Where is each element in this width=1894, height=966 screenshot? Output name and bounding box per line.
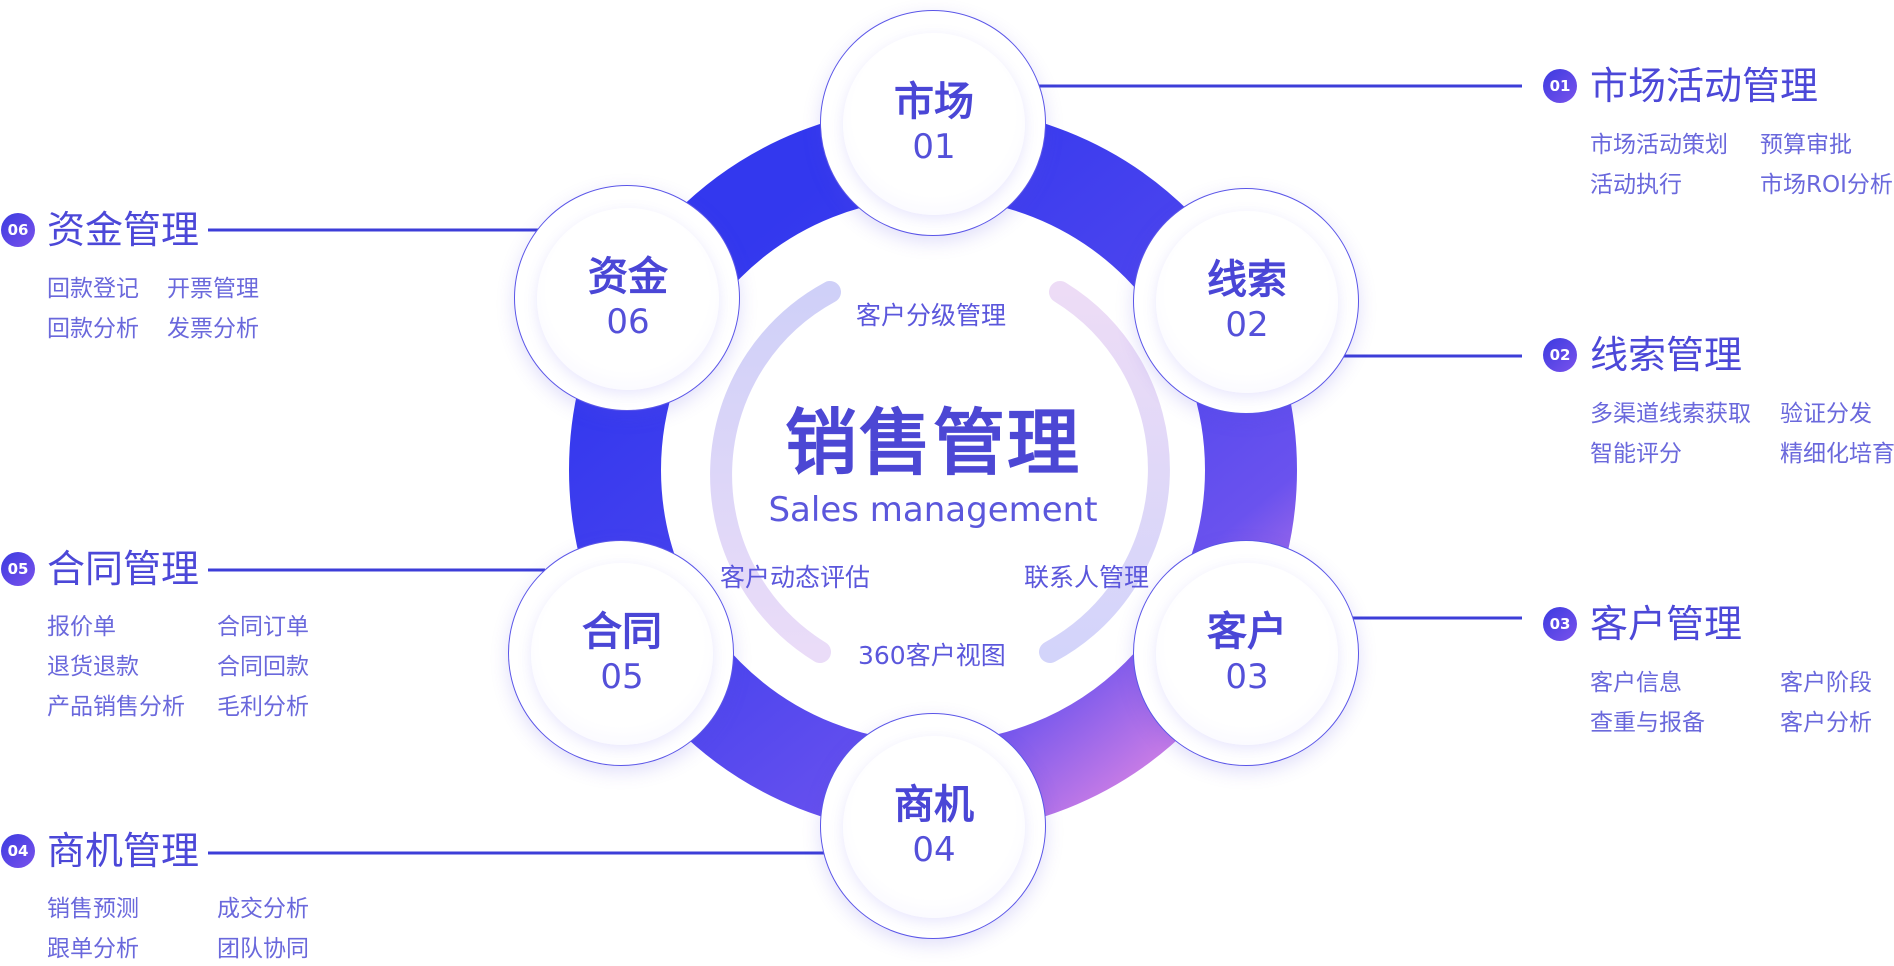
group-title-market: 市场活动管理: [1590, 64, 1819, 108]
node-title: 客户: [1207, 609, 1287, 655]
group-item: 团队协同: [217, 936, 309, 962]
group-item: 产品销售分析: [47, 694, 185, 720]
group-title-funds: 资金管理: [47, 208, 200, 252]
group-item: 验证分发: [1780, 401, 1872, 427]
badge-01: 01: [1543, 69, 1577, 103]
badge-05: 05: [1, 552, 35, 586]
node-number: 02: [1225, 305, 1269, 345]
inner-label-contacts: 联系人管理: [1024, 563, 1150, 592]
group-item: 智能评分: [1590, 441, 1682, 467]
group-item: 客户信息: [1590, 670, 1682, 696]
group-title-customer: 客户管理: [1590, 602, 1743, 646]
group-item: 销售预测: [47, 896, 139, 922]
group-item: 活动执行: [1590, 172, 1682, 198]
group-item: 查重与报备: [1590, 710, 1705, 736]
node-title: 市场: [894, 79, 974, 125]
group-item: 客户阶段: [1780, 670, 1872, 696]
group-item: 退货退款: [47, 654, 139, 680]
group-item: 多渠道线索获取: [1590, 401, 1751, 427]
group-item: 跟单分析: [47, 936, 139, 962]
node-number: 01: [912, 127, 956, 167]
group-item: 预算审批: [1760, 132, 1852, 158]
group-item: 毛利分析: [217, 694, 309, 720]
group-item: 合同订单: [217, 614, 309, 640]
badge-06: 06: [1, 213, 35, 247]
node-funds: 资金 06: [514, 185, 740, 411]
inner-label-customer-evaluation: 客户动态评估: [720, 563, 871, 592]
group-item: 回款分析: [47, 316, 139, 342]
node-contract: 合同 05: [508, 540, 734, 766]
group-item: 发票分析: [167, 316, 259, 342]
group-title-opportunity: 商机管理: [47, 829, 200, 873]
node-number: 05: [600, 657, 644, 697]
inner-label-360-view: 360客户视图: [858, 641, 1006, 670]
group-item: 合同回款: [217, 654, 309, 680]
node-title: 商机: [894, 782, 974, 828]
group-item: 精细化培育: [1780, 441, 1894, 467]
group-item: 市场活动策划: [1590, 132, 1728, 158]
group-item: 市场ROI分析: [1760, 172, 1893, 198]
node-customer: 客户 03: [1133, 540, 1359, 766]
node-title: 资金: [588, 254, 668, 300]
badge-02: 02: [1543, 338, 1577, 372]
node-number: 04: [912, 830, 956, 870]
node-opportunity: 商机 04: [820, 713, 1046, 939]
group-item: 开票管理: [167, 276, 259, 302]
inner-arc-left: [710, 281, 841, 663]
node-leads: 线索 02: [1133, 188, 1359, 414]
node-market: 市场 01: [820, 10, 1046, 236]
group-item: 客户分析: [1780, 710, 1872, 736]
node-number: 06: [606, 302, 650, 342]
node-title: 合同: [582, 609, 662, 655]
group-item: 回款登记: [47, 276, 139, 302]
center-subtitle: Sales management: [768, 490, 1098, 530]
badge-03: 03: [1543, 607, 1577, 641]
badge-04: 04: [1, 834, 35, 868]
center-title: 销售管理: [784, 401, 1081, 485]
group-title-leads: 线索管理: [1590, 333, 1743, 377]
group-item: 成交分析: [217, 896, 309, 922]
node-title: 线索: [1207, 257, 1287, 303]
node-number: 03: [1225, 657, 1269, 697]
inner-arc-right: [1039, 281, 1170, 663]
inner-label-customer-grading: 客户分级管理: [856, 301, 1007, 330]
group-title-contract: 合同管理: [47, 547, 200, 591]
group-item: 报价单: [47, 614, 116, 640]
